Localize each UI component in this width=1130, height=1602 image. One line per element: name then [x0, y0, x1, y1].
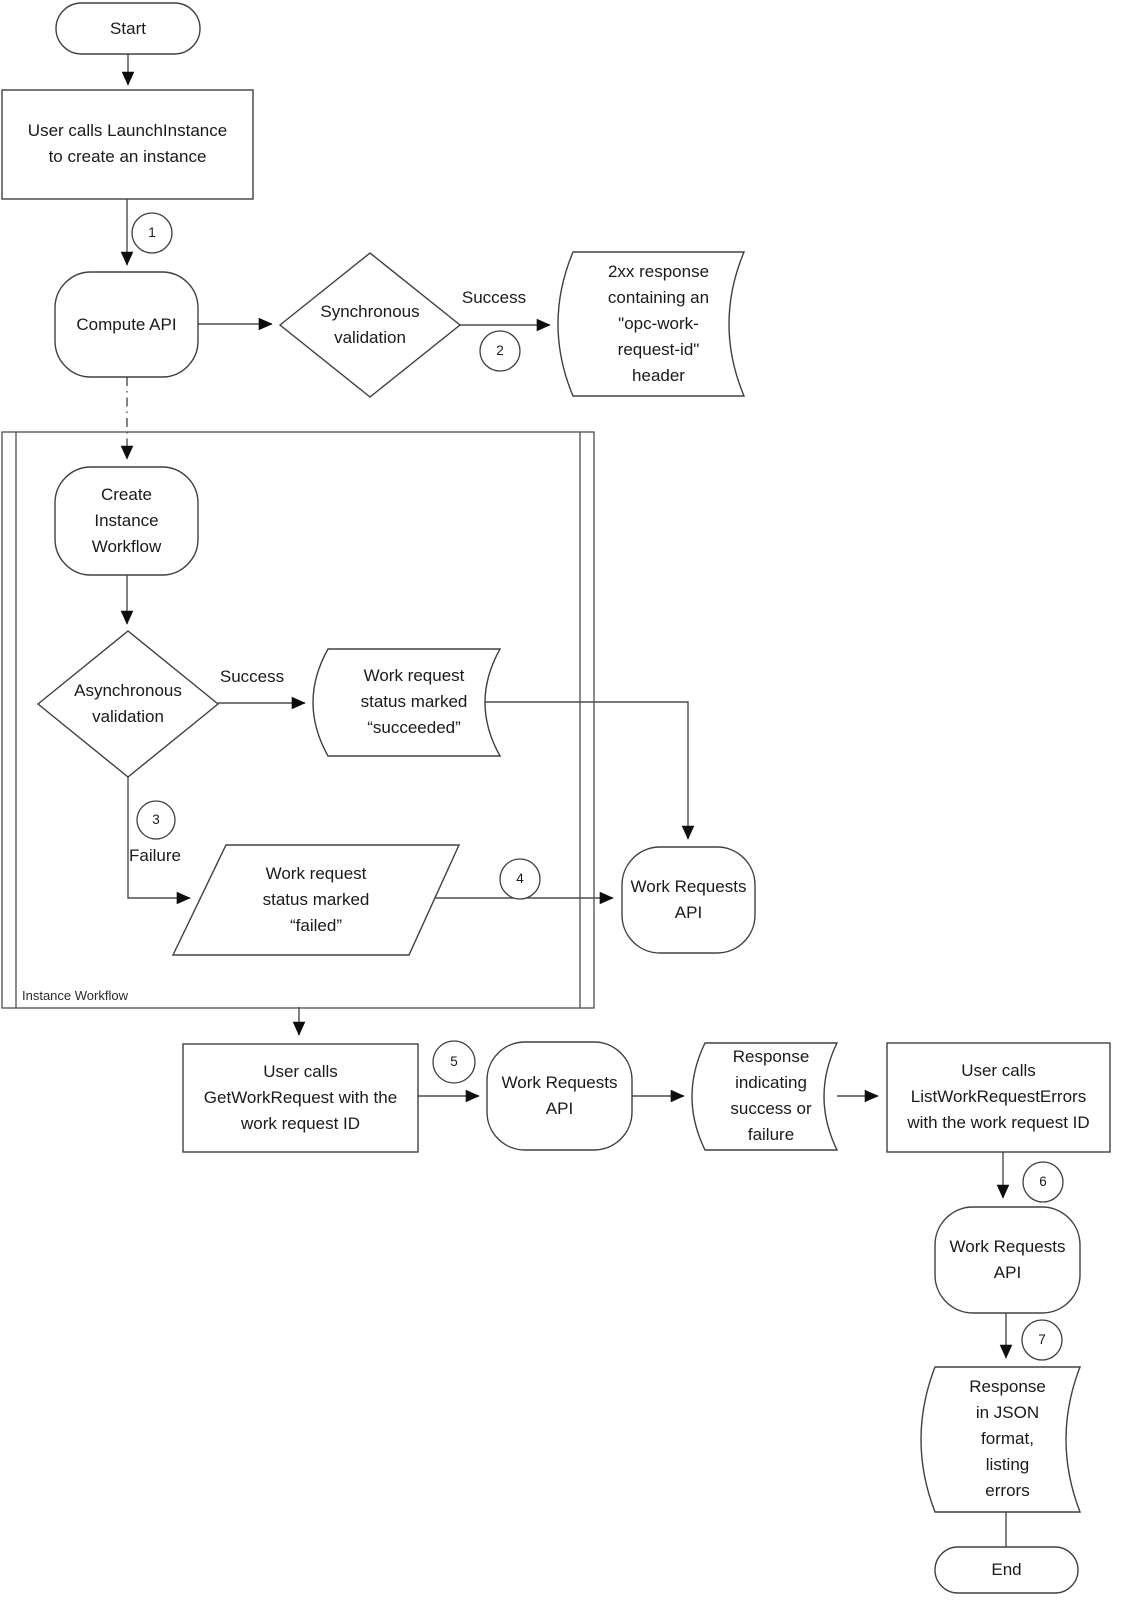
step-number-6: 6 — [1039, 1174, 1047, 1189]
response-success-failure-node — [691, 1042, 839, 1151]
response-json-node — [920, 1366, 1082, 1513]
start-label: Start — [110, 19, 146, 38]
instance-workflow-container-label: Instance Workflow — [22, 988, 128, 1003]
work-requests-api-label-3: Work Requests API — [949, 1237, 1066, 1282]
step-number-1: 1 — [148, 225, 156, 240]
create-instance-workflow-node — [54, 466, 199, 576]
status-succeeded-node — [312, 648, 502, 757]
compute-api-node — [54, 271, 199, 378]
sync-validation-label: Synchronous validation — [320, 302, 420, 347]
work-requests-api-label-1: Work Requests API — [630, 877, 747, 922]
sync-success-edge-label: Success — [461, 288, 527, 307]
step-number-2: 2 — [496, 343, 504, 358]
step-circle-4 — [499, 858, 541, 900]
compute-api-label: Compute API — [76, 315, 177, 334]
async-validation-decision — [36, 630, 220, 778]
async-success-edge-label: Success — [219, 667, 285, 686]
step-circle-3 — [136, 800, 176, 840]
step-number-7: 7 — [1038, 1332, 1046, 1347]
step-circle-7 — [1021, 1319, 1063, 1361]
edge-succeeded-to-work-requests-api — [484, 701, 695, 840]
step-circle-2 — [479, 330, 521, 372]
status-failed-node — [171, 844, 461, 956]
step-circle-5 — [432, 1040, 476, 1084]
work-requests-api-node-3 — [934, 1206, 1081, 1314]
start-node — [55, 2, 201, 55]
step-number-3: 3 — [152, 812, 160, 827]
response-2xx-node — [557, 251, 746, 397]
get-work-request-node — [182, 1043, 419, 1153]
list-work-request-errors-node — [886, 1042, 1111, 1153]
async-validation-label: Asynchronous validation — [74, 681, 182, 726]
end-node — [934, 1546, 1079, 1594]
sync-validation-decision — [278, 252, 462, 398]
launch-instance-node — [1, 89, 254, 200]
status-succeeded-label: Work request status marked “succeeded” — [360, 666, 468, 737]
work-requests-api-label-2: Work Requests API — [501, 1073, 618, 1118]
work-requests-api-node-1 — [621, 846, 756, 954]
async-failure-edge-label: Failure — [129, 846, 181, 865]
instance-workflow-container — [1, 431, 595, 1009]
response-2xx-label: 2xx response containing an "opc-work- re… — [607, 262, 710, 385]
step-circle-1 — [131, 212, 173, 254]
step-number-4: 4 — [516, 871, 524, 886]
list-work-request-errors-label: User calls ListWorkRequestErrors with th… — [907, 1061, 1090, 1132]
status-failed-label: Work request status marked “failed” — [262, 864, 370, 935]
response-json-label: Response in JSON format, listing errors — [969, 1377, 1046, 1500]
response-success-failure-label: Response indicating success or failure — [730, 1047, 812, 1144]
create-instance-workflow-label: Create Instance Workflow — [91, 485, 162, 556]
step-circle-6 — [1022, 1161, 1064, 1203]
work-requests-api-node-2 — [486, 1041, 633, 1151]
get-work-request-label: User calls GetWorkRequest with the work … — [203, 1062, 398, 1133]
step-number-5: 5 — [450, 1054, 458, 1069]
launch-instance-label: User calls LaunchInstance to create an i… — [27, 121, 228, 166]
end-label: End — [991, 1560, 1022, 1579]
edge-async-validation-failure-to-failed — [127, 777, 191, 905]
